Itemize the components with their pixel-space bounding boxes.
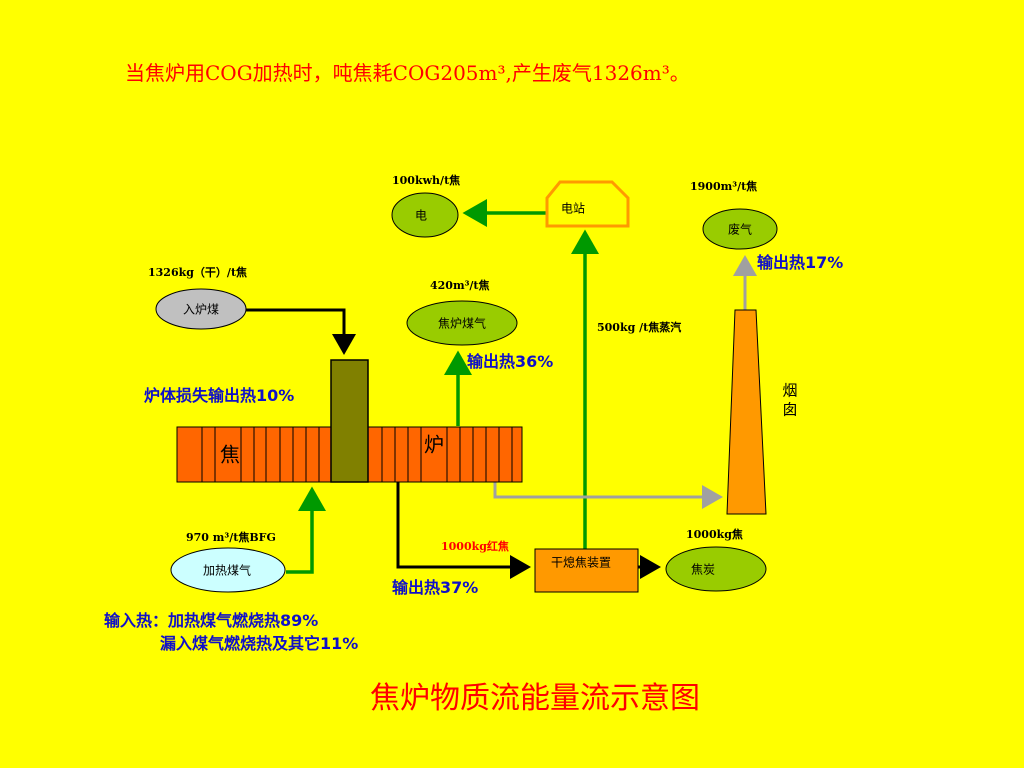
waste-gas-node	[702, 208, 778, 250]
oven-label-left: 焦	[220, 443, 240, 467]
diagram-title: 焦炉物质流能量流示意图	[370, 681, 700, 716]
heat-gas-out-label: 输出热36%	[467, 352, 553, 371]
coal-input-label: 入炉煤	[183, 303, 219, 317]
coal-input-amount: 1326kg（干）/t焦	[148, 265, 247, 279]
coke-label: 焦炭	[691, 563, 715, 577]
coal-input-node	[155, 288, 247, 330]
coal-charging-chamber	[330, 359, 369, 483]
coke-oven-gas-label: 焦炉煤气	[438, 316, 486, 331]
coke-oven-gas-amount: 420m³/t焦	[430, 278, 490, 292]
heat-coke-out-label: 输出热37%	[392, 578, 478, 597]
heat-input-line1: 输入热：加热煤气燃烧热89%	[104, 611, 318, 630]
heating-gas-node	[170, 547, 286, 593]
header-note: 当焦炉用COG加热时，吨焦耗COG205m³,产生废气1326m³。	[125, 61, 690, 85]
chimney-label-line1: 烟	[782, 382, 797, 400]
waste-gas-amount: 1900m³/t焦	[690, 179, 757, 193]
cdq-label: 干熄焦装置	[551, 556, 611, 570]
red-coke-arrow	[396, 482, 531, 579]
heating-gas-label: 加热煤气	[203, 563, 251, 578]
electricity-amount: 100kwh/t焦	[392, 173, 460, 187]
electricity-node	[391, 192, 459, 238]
coke-node	[665, 546, 767, 592]
steam-amount: 500kg /t焦蒸汽	[597, 320, 681, 334]
power-station-label: 电站	[561, 202, 585, 216]
chimney-label-line2: 囱	[782, 401, 797, 419]
flue-gas-arrow	[493, 482, 723, 509]
electricity-label: 电	[415, 209, 427, 223]
heat-input-line2: 漏入煤气燃烧热及其它11%	[160, 634, 358, 653]
chimney	[726, 309, 767, 515]
waste-gas-label: 废气	[728, 222, 752, 237]
oven-chamber-walls	[201, 427, 513, 482]
cdq-unit	[534, 548, 639, 593]
heat-body-loss-label: 炉体损失输出热10%	[144, 386, 294, 405]
power-station	[545, 180, 630, 228]
heating-gas-amount: 970 m³/t焦BFG	[186, 530, 276, 544]
oven-label-right: 炉	[424, 433, 444, 457]
heating-gas-arrow	[286, 486, 326, 574]
red-coke-amount: 1000kg红焦	[441, 539, 509, 553]
coke-oven-gas-node	[406, 300, 518, 346]
coke-amount: 1000kg焦	[686, 527, 743, 541]
coal-feed-arrow	[246, 308, 356, 355]
heat-waste-out-label: 输出热17%	[757, 253, 843, 272]
